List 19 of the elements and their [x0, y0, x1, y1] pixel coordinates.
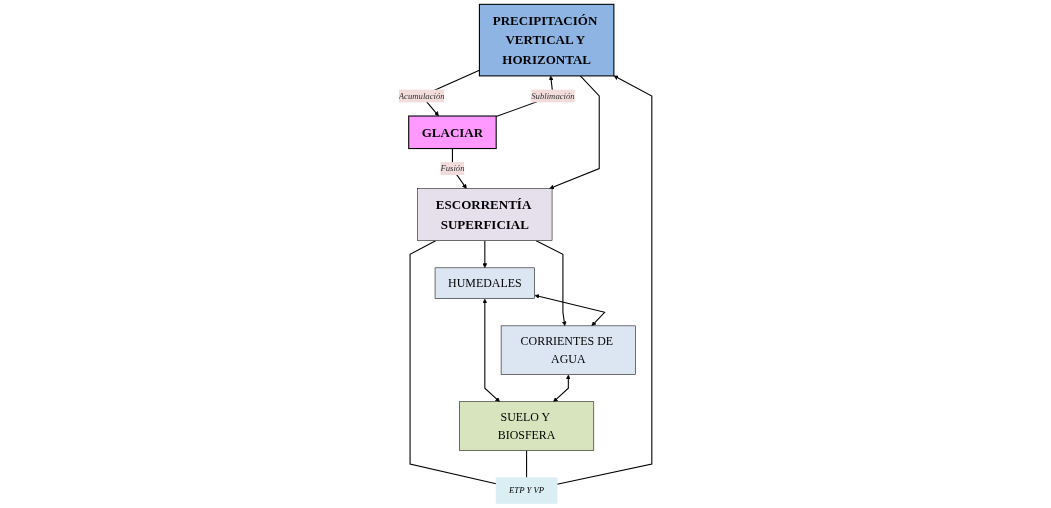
- connector: [409, 240, 497, 485]
- arrow: [482, 240, 488, 269]
- node-box: GLACIAR: [408, 115, 497, 150]
- node-box: ETP Y VP: [495, 477, 558, 504]
- edge-label: Acumulación: [398, 91, 445, 101]
- node-box: CORRIENTES DE AGUA: [501, 325, 636, 375]
- connector: [526, 450, 528, 479]
- arrow: [553, 374, 571, 402]
- node-box: HUMEDALES: [434, 267, 536, 299]
- arrow: [534, 294, 606, 327]
- arrow: [482, 298, 501, 402]
- node-box: ESCORRENTÍA SUPERFICIAL: [417, 188, 553, 241]
- arrow: [556, 75, 653, 485]
- node-box: PRECIPITACIÓN VERTICAL Y HORIZONTAL: [479, 3, 615, 77]
- edge-label: Fusión: [440, 163, 465, 173]
- node-box: SUELO Y BIOSFERA: [459, 401, 595, 451]
- edge-label: Sublimación: [531, 91, 575, 101]
- arrow: [535, 240, 567, 327]
- arrow: [549, 75, 600, 190]
